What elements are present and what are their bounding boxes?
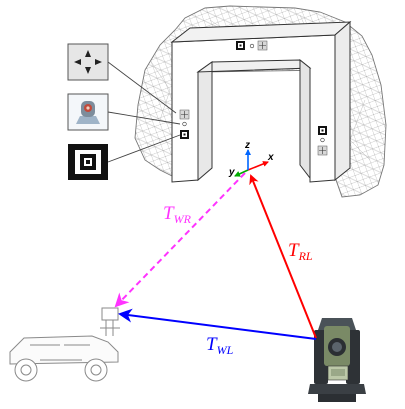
y-axis-label: y [228,167,235,178]
t-rl-base: T [288,240,300,261]
t-wl-label: TWL [206,334,234,357]
arch-top-markers [236,40,268,51]
arch-left-markers [179,109,190,139]
z-axis-label: z [244,140,250,151]
t-wr-sub: WR [174,212,192,226]
aruco-marker-icon [68,144,108,180]
robot-vehicle-icon [9,307,120,382]
total-station-icon [308,318,366,402]
t-wr-base: T [163,203,175,224]
t-wl-sub: WL [217,343,234,357]
x-axis-label: x [267,152,274,163]
t-wl-arrow [118,308,317,340]
t-wl-base: T [206,334,218,355]
t-rl-label: TRL [288,240,313,263]
target-reticle-icon [67,43,109,81]
t-rl-sub: RL [298,249,313,263]
arch-right-markers [317,126,328,156]
callout-lines [107,61,181,163]
tunnel-arch-frame [170,20,352,183]
t-rl-arrow [249,174,317,339]
prism-reflector-icon [67,93,109,131]
t-wr-arrow [114,172,246,308]
coordinate-frame: x y z [228,140,274,178]
t-wr-label: TWR [163,203,192,226]
